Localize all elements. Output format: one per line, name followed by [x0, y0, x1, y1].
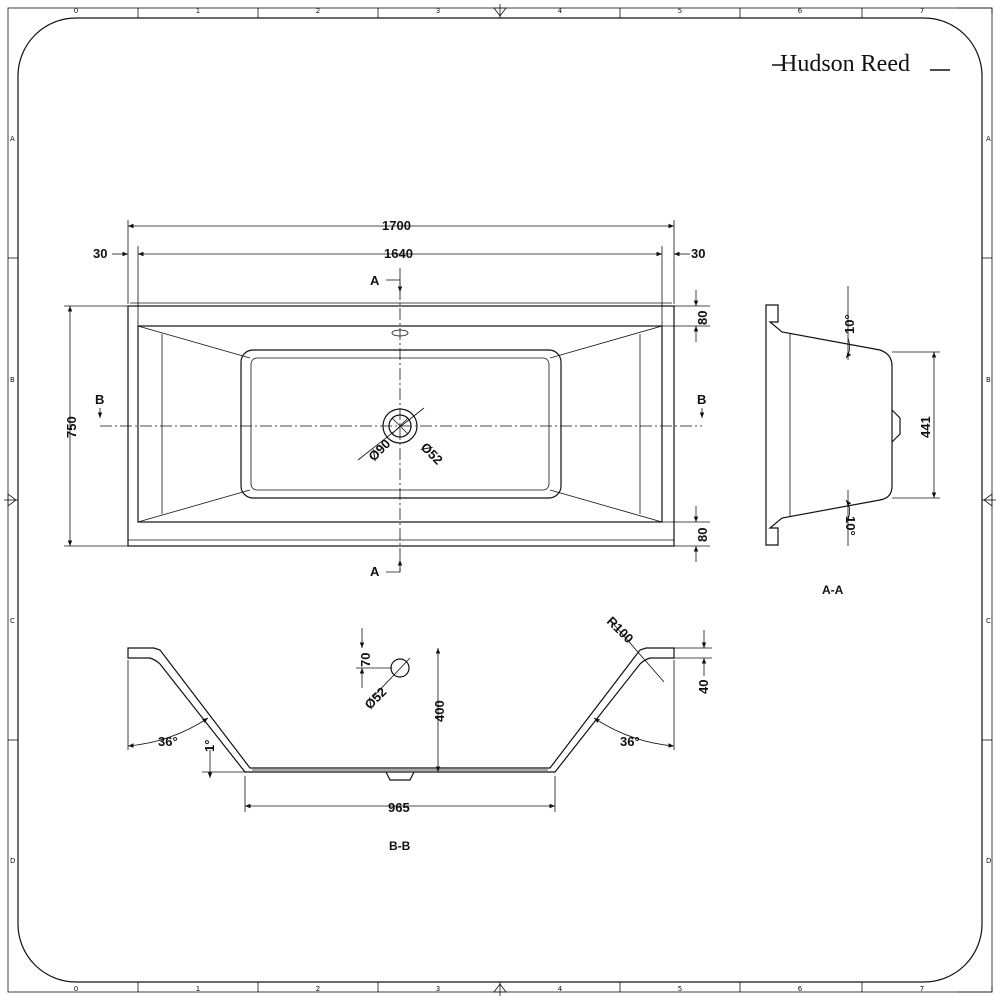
waste-inner — [388, 414, 412, 438]
overall-length-label: 1700 — [382, 218, 411, 233]
grid-col-5-top: 5 — [678, 7, 682, 15]
grid-col-1-top: 1 — [196, 7, 200, 15]
section-a-bottom-label: A — [370, 564, 380, 579]
grid-col-2-top: 2 — [316, 7, 320, 15]
section-aa-caption: A-A — [822, 583, 844, 597]
brand-logo: Hudson Reed — [772, 51, 950, 77]
grid-col-0-bottom: 0 — [74, 985, 78, 993]
grid-row-b-left: B — [10, 376, 15, 384]
section-bb-caption: B-B — [389, 839, 411, 853]
section-bb-view: Ø52 70 400 R100 40 36° 36° 1° 965 — [127, 614, 712, 853]
overflow-dia-label: Ø52 — [362, 684, 390, 712]
overall-width-label: 750 — [64, 416, 79, 438]
bath-floor — [240, 349, 562, 499]
grid-col-7-bottom: 7 — [920, 985, 924, 993]
grid-col-3-bottom: 3 — [436, 985, 440, 993]
grid-col-0-top: 0 — [74, 7, 78, 15]
sheet-border — [17, 17, 983, 983]
rim-right-label: 30 — [691, 246, 705, 261]
rim-thickness-label: 40 — [696, 680, 711, 694]
radius-label: R100 — [604, 614, 637, 647]
section-aa-angle-top-label: 10° — [842, 314, 857, 334]
grid-row-a-right: A — [986, 135, 991, 143]
center-mark-top — [493, 4, 507, 18]
drawing-frame: 0 1 2 3 4 5 6 7 0 1 2 3 4 5 6 7 A B C D … — [4, 4, 996, 996]
angle-right-label: 36° — [620, 734, 640, 749]
center-mark-right — [982, 493, 996, 507]
angle-left-label: 36° — [158, 734, 178, 749]
grid-col-6-top: 6 — [798, 7, 803, 15]
section-a-top-label: A — [370, 273, 380, 288]
grid-col-4-bottom: 4 — [558, 985, 563, 993]
grid-row-c-right: C — [986, 617, 991, 625]
section-b-left-label: B — [95, 392, 104, 407]
section-aa-angle-bottom-label: 10° — [843, 516, 858, 536]
section-aa-profile — [765, 304, 893, 546]
grid-row-d-left: D — [10, 857, 15, 865]
overflow-outlet — [391, 329, 409, 337]
grid-row-b-right: B — [986, 376, 991, 384]
grid-col-4-top: 4 — [558, 7, 563, 15]
grid-col-1-bottom: 1 — [196, 985, 200, 993]
section-b-right-label: B — [697, 392, 706, 407]
grid-row-a-left: A — [10, 135, 15, 143]
section-bb-depth-label: 400 — [432, 700, 447, 722]
grid-col-2-bottom: 2 — [316, 985, 320, 993]
floor-length-label: 965 — [388, 800, 410, 815]
rim-top-label: 80 — [695, 311, 710, 325]
center-mark-bottom — [493, 982, 507, 996]
rim-left-label: 30 — [93, 246, 107, 261]
section-bb-profile — [127, 647, 675, 773]
grid-col-7-top: 7 — [920, 7, 924, 15]
center-mark-left — [4, 493, 18, 507]
grid-row-d-right: D — [986, 857, 991, 865]
section-aa-depth-label: 441 — [918, 416, 933, 438]
section-aa-view: 441 10° 10° A-A — [765, 286, 940, 597]
grid-col-6-bottom: 6 — [798, 985, 803, 993]
plan-view: Ø90 Ø52 A A B B 1700 1640 30 30 750 — [64, 218, 710, 579]
floor-slope-label: 1° — [202, 740, 217, 752]
grid-col-3-top: 3 — [436, 7, 440, 15]
grid-row-c-left: C — [10, 617, 15, 625]
waste-outer-label: Ø90 — [365, 436, 393, 464]
waste-inner-label: Ø52 — [418, 440, 446, 468]
brand-name: Hudson Reed — [780, 51, 910, 77]
waste-outlet — [385, 771, 415, 781]
waste-outer — [382, 408, 418, 444]
inner-rim — [137, 325, 663, 523]
overflow-offset-label: 70 — [358, 653, 373, 667]
inner-length-label: 1640 — [384, 246, 413, 261]
grid-col-5-bottom: 5 — [678, 985, 682, 993]
rim-bottom-label: 80 — [695, 528, 710, 542]
